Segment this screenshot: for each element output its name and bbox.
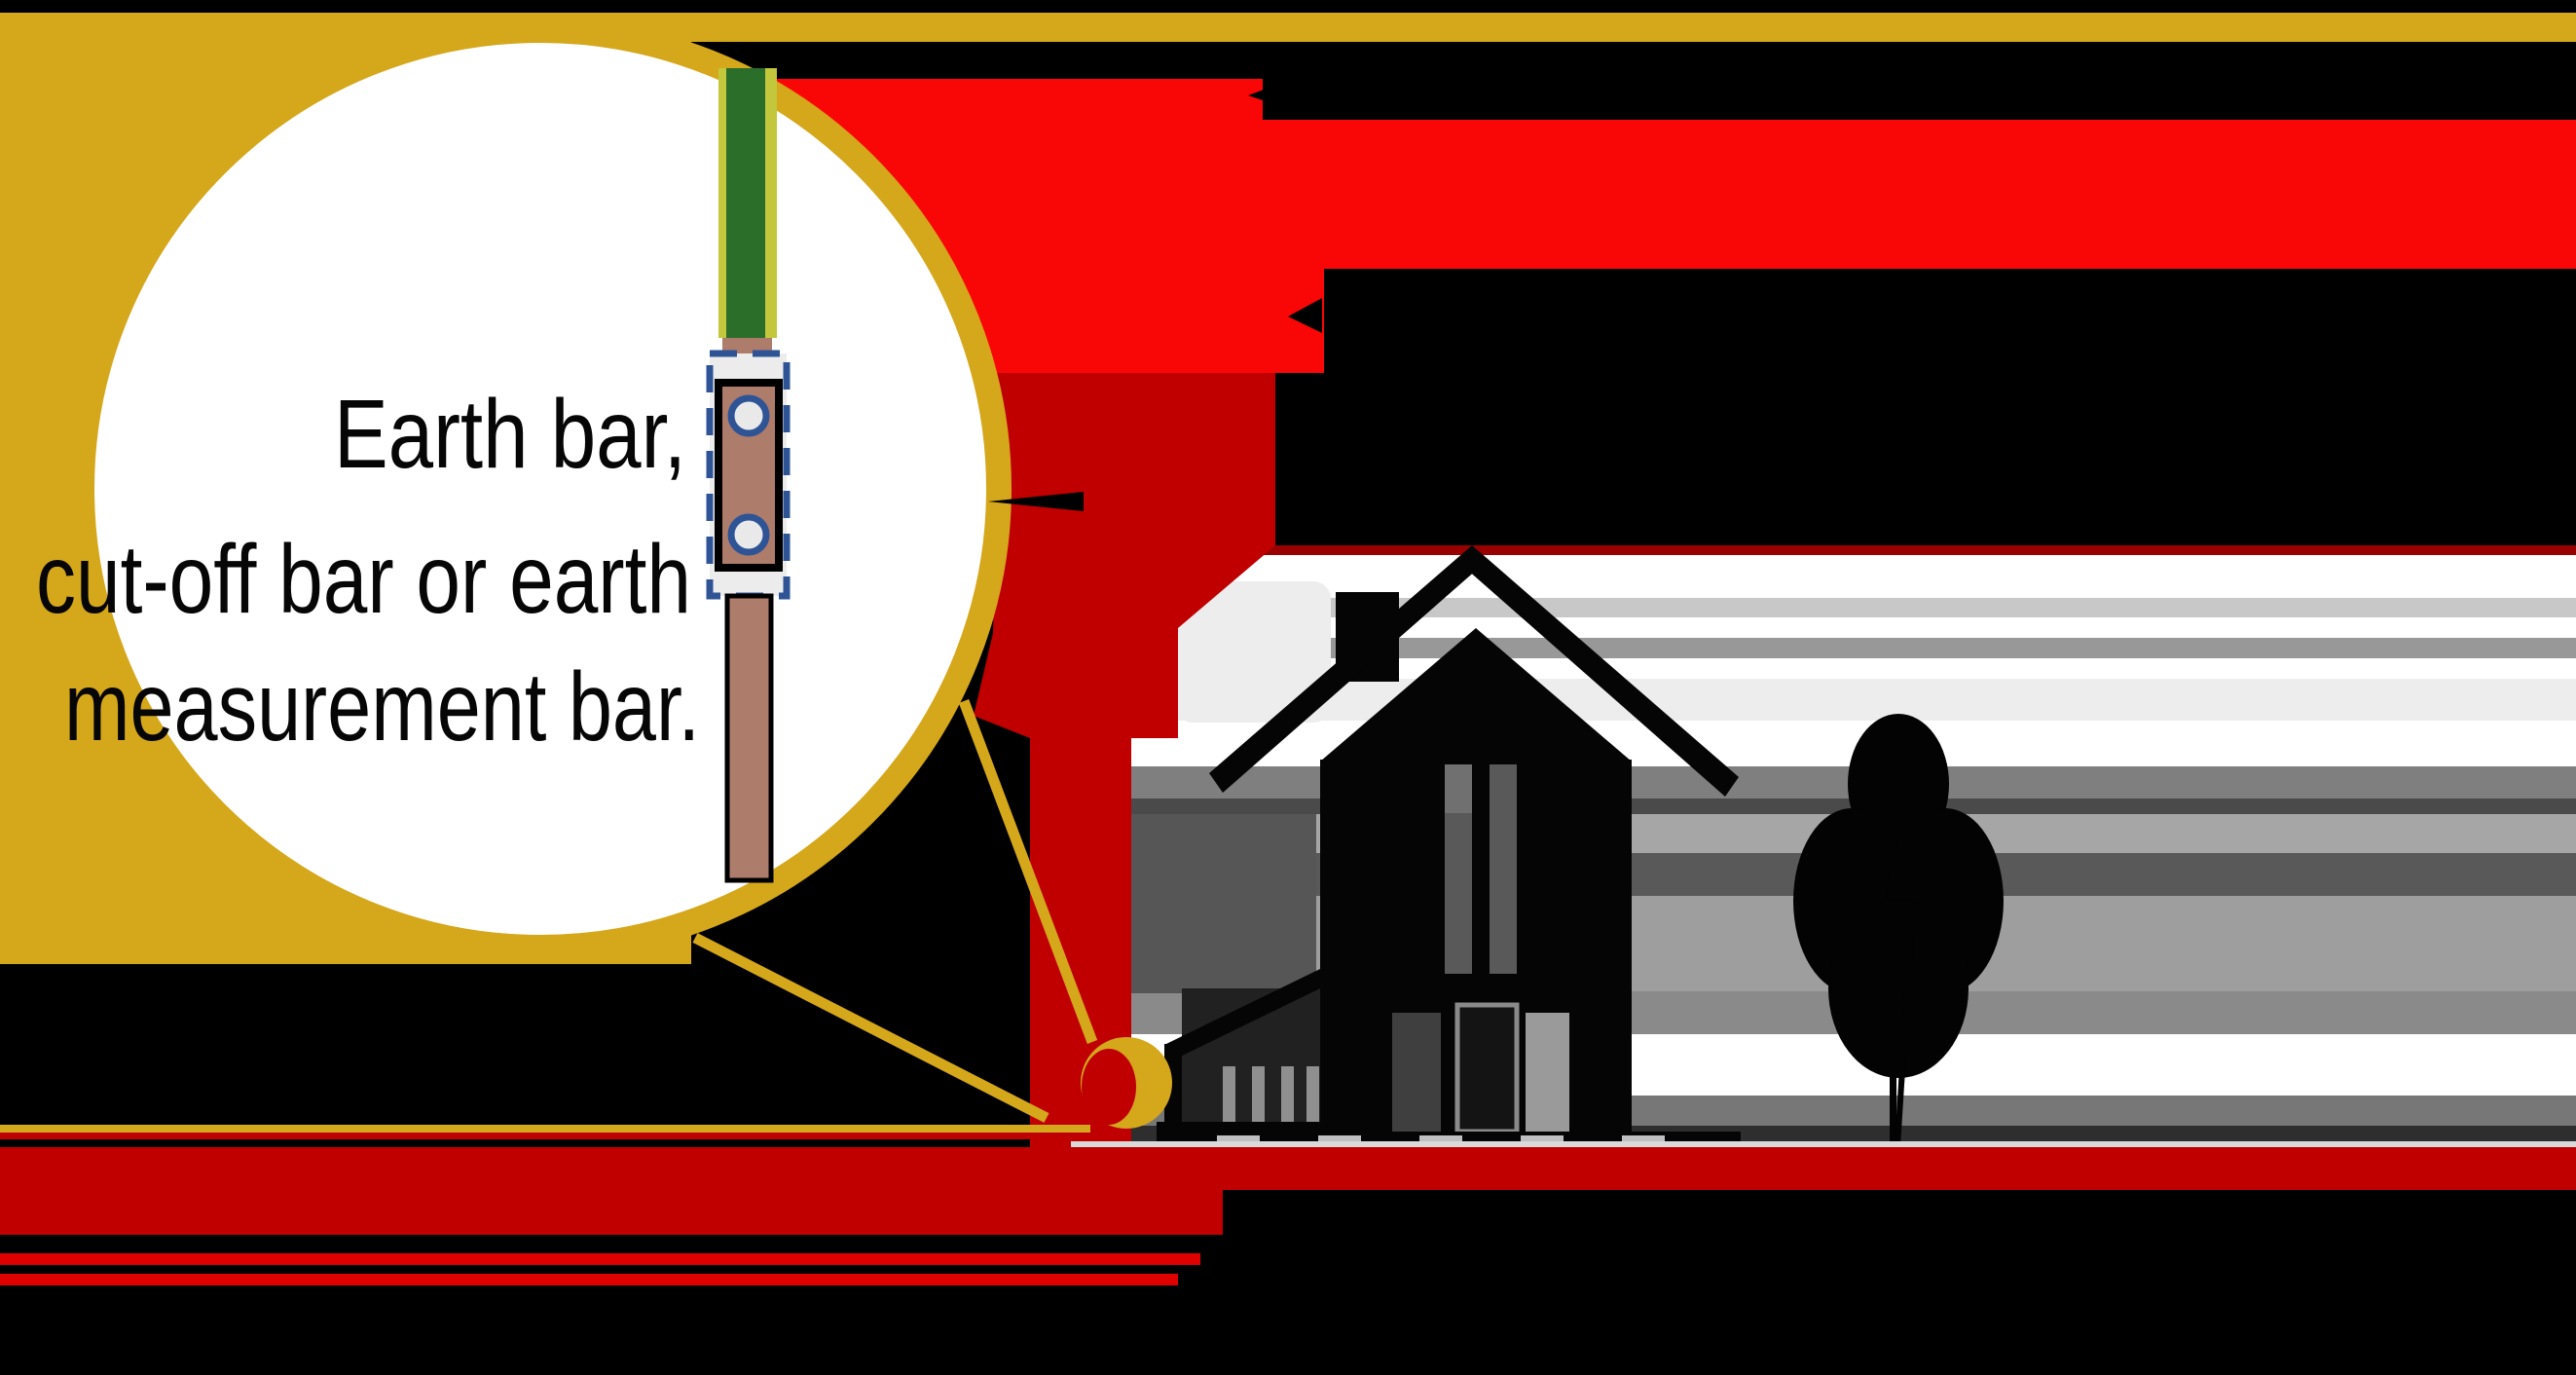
roof-left-eave — [1209, 545, 1478, 793]
gold-top-bar — [0, 13, 2576, 42]
label-line-1: Earth bar, — [334, 380, 686, 489]
earth-connection-terminal — [1082, 1049, 1136, 1125]
lower-window-right — [1526, 1013, 1569, 1132]
porch-baluster — [1281, 1066, 1294, 1127]
tree-trunk — [1890, 925, 1896, 1147]
current-arrow-icon — [1248, 78, 1295, 111]
gable — [1320, 628, 1632, 762]
roof-right-eave — [1466, 545, 1739, 797]
earth-bar-assembly — [706, 68, 791, 883]
earth-electrode-line — [0, 1274, 1178, 1285]
tree-branch — [1867, 1024, 1893, 1075]
gold-earthing-line — [0, 1125, 1090, 1133]
underground-earth-band — [0, 1147, 2576, 1190]
tree-silhouette-icon — [1793, 714, 2004, 1147]
ground-line — [1071, 1141, 2576, 1147]
bright-red-current-band — [681, 79, 2576, 373]
magnifier-circle — [69, 18, 1012, 960]
earth-wire-green — [726, 68, 765, 338]
current-arrow-icon — [988, 492, 1084, 511]
earth-bar-label: Earth bar, cut-off bar or earth measurem… — [36, 380, 700, 762]
earth-electrode-line — [0, 1253, 1200, 1265]
label-line-3: measurement bar. — [64, 652, 700, 762]
porch-baluster — [1223, 1066, 1235, 1127]
down-conductor-red — [974, 373, 1275, 1147]
bolt-hole — [727, 513, 770, 556]
tree-trunk — [1895, 925, 1914, 1147]
bolt-hole — [727, 394, 770, 437]
porch-roof-beam — [1166, 969, 1320, 1063]
porch-baluster — [1306, 1066, 1319, 1127]
porch-baluster — [1252, 1066, 1265, 1127]
magnifier-leader-lines — [692, 699, 1098, 1123]
earth-band-step — [0, 1190, 1223, 1235]
underground-layers — [0, 1125, 2576, 1285]
lower-window-left — [1392, 1013, 1441, 1132]
label-line-2: cut-off bar or earth — [36, 525, 691, 634]
gray-wall-block — [1131, 814, 1316, 993]
door — [1454, 1002, 1520, 1134]
smoke-blob — [1175, 581, 1331, 723]
copper-earth-rod — [724, 593, 774, 883]
ground-dash — [1521, 1135, 1564, 1141]
upper-window-right — [1490, 764, 1517, 974]
ground-dash — [1622, 1135, 1665, 1141]
eaves-red-conductor-line — [1131, 545, 2576, 555]
ground-dash — [1318, 1135, 1361, 1141]
current-arrow-icon — [1288, 298, 1322, 333]
house-silhouette-icon — [1157, 545, 1741, 1145]
tree-branch — [1906, 1024, 1932, 1075]
red-earthing-line — [0, 1133, 1090, 1139]
ground-dash — [1217, 1135, 1260, 1141]
ground-dash — [1419, 1135, 1462, 1141]
